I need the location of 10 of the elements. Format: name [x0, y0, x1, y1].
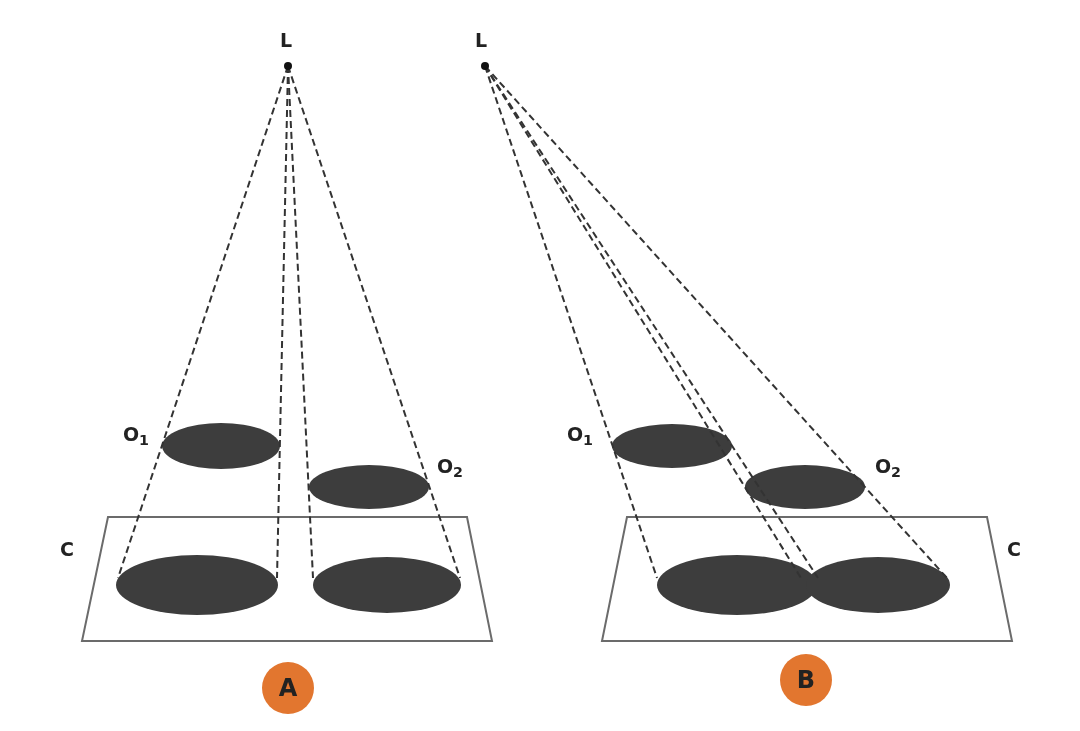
point-label: O$_{2}$	[874, 456, 902, 476]
point-label: C	[1007, 539, 1021, 559]
point-label: C	[60, 539, 74, 559]
point-label: L	[474, 30, 488, 50]
point-label: O$_{2}$	[436, 456, 464, 476]
point-label: O$_{1}$	[122, 424, 150, 444]
point-label: L	[279, 30, 293, 50]
panel-badge: A	[262, 662, 314, 714]
panel-badge: B	[780, 654, 832, 706]
point-label: O$_{1}$	[566, 424, 594, 444]
